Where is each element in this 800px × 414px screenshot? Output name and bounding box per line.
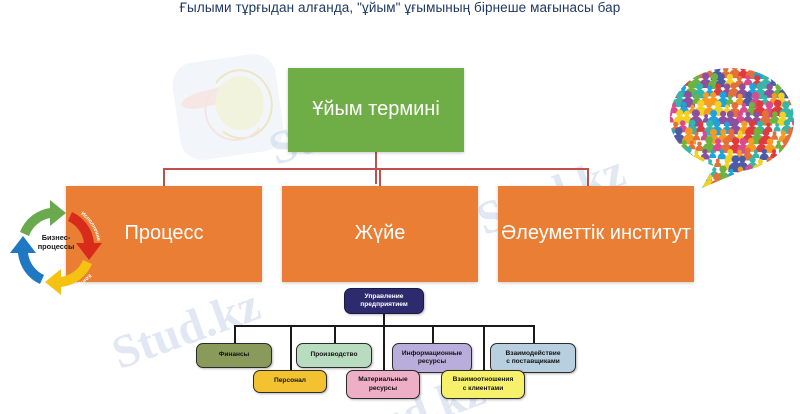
org-root-line2: предприятием	[360, 301, 408, 308]
org-node-label-2: с клиентами	[462, 384, 504, 392]
connector-branch-2	[379, 168, 381, 188]
org-node-label: Материальные	[358, 376, 408, 384]
hummingbird-logo-icon	[169, 51, 287, 163]
org-connector-drop-2	[334, 325, 336, 343]
org-connector-stem	[383, 314, 385, 325]
org-node-personnel: Персонал	[253, 370, 327, 393]
cycle-center-label: Бизнес- процессы	[4, 233, 108, 252]
cycle-arrows-icon: Моделирование Исполнение Контроль Анализ	[10, 200, 102, 295]
org-node-label-2: с поставщиками	[506, 358, 560, 365]
business-process-cycle-diagram: Моделирование Исполнение Контроль Анализ…	[4, 196, 108, 300]
node-system: Жүйе	[282, 186, 478, 282]
org-node-label: Финансы	[218, 351, 250, 359]
org-node-label: Взаимоотношения	[452, 376, 514, 384]
connector-horizontal-bus	[163, 168, 589, 170]
org-node-enterprise-management: Управление предприятием	[344, 288, 424, 314]
org-node-label: Информационные	[401, 349, 463, 357]
org-connector-drop-6	[383, 325, 385, 370]
org-connector-drop-3	[432, 325, 434, 343]
org-connector-drop-7	[483, 325, 485, 370]
org-node-client-relations: Взаимоотношения с клиентами	[441, 370, 525, 399]
org-node-label: Производство	[310, 351, 358, 359]
slide-title: Ғылыми тұрғыдан алғанда, "ұйым" ұғымының…	[179, 0, 621, 15]
org-root-line1: Управление	[364, 292, 404, 300]
node-process: Процесс	[66, 186, 262, 282]
node-social-institute: Әлеуметтік институт	[498, 186, 694, 282]
people-crowd-svg	[670, 68, 794, 188]
cycle-center-label-line2: процессы	[37, 241, 75, 251]
connector-branch-1	[163, 168, 165, 188]
enterprise-management-org-chart: Управление предприятием Финансы Производ…	[0, 282, 800, 414]
org-node-supplier-interaction: Взаимодействие с поставщиками	[490, 343, 576, 373]
org-node-production: Производство	[296, 343, 372, 368]
org-node-finance: Финансы	[196, 343, 272, 368]
org-node-label: Взаимодействие	[505, 349, 561, 357]
cycle-center-label-line1: Бизнес-	[41, 233, 71, 242]
org-connector-drop-5	[290, 325, 292, 370]
node-root-organization-term: Ұйым термині	[288, 68, 464, 152]
org-node-label: Персонал	[274, 377, 306, 385]
org-node-label-2: ресурсы	[368, 384, 398, 392]
org-node-material-resources: Материальные ресурсы	[346, 370, 420, 399]
org-node-information-resources: Информационные ресурсы	[392, 343, 472, 373]
people-crowd-speech-bubble-icon	[662, 62, 800, 190]
connector-branch-3	[587, 168, 589, 188]
org-connector-drop-4	[533, 325, 535, 343]
org-connector-drop-1	[234, 325, 236, 343]
org-node-label-2: ресурсы	[417, 358, 447, 365]
